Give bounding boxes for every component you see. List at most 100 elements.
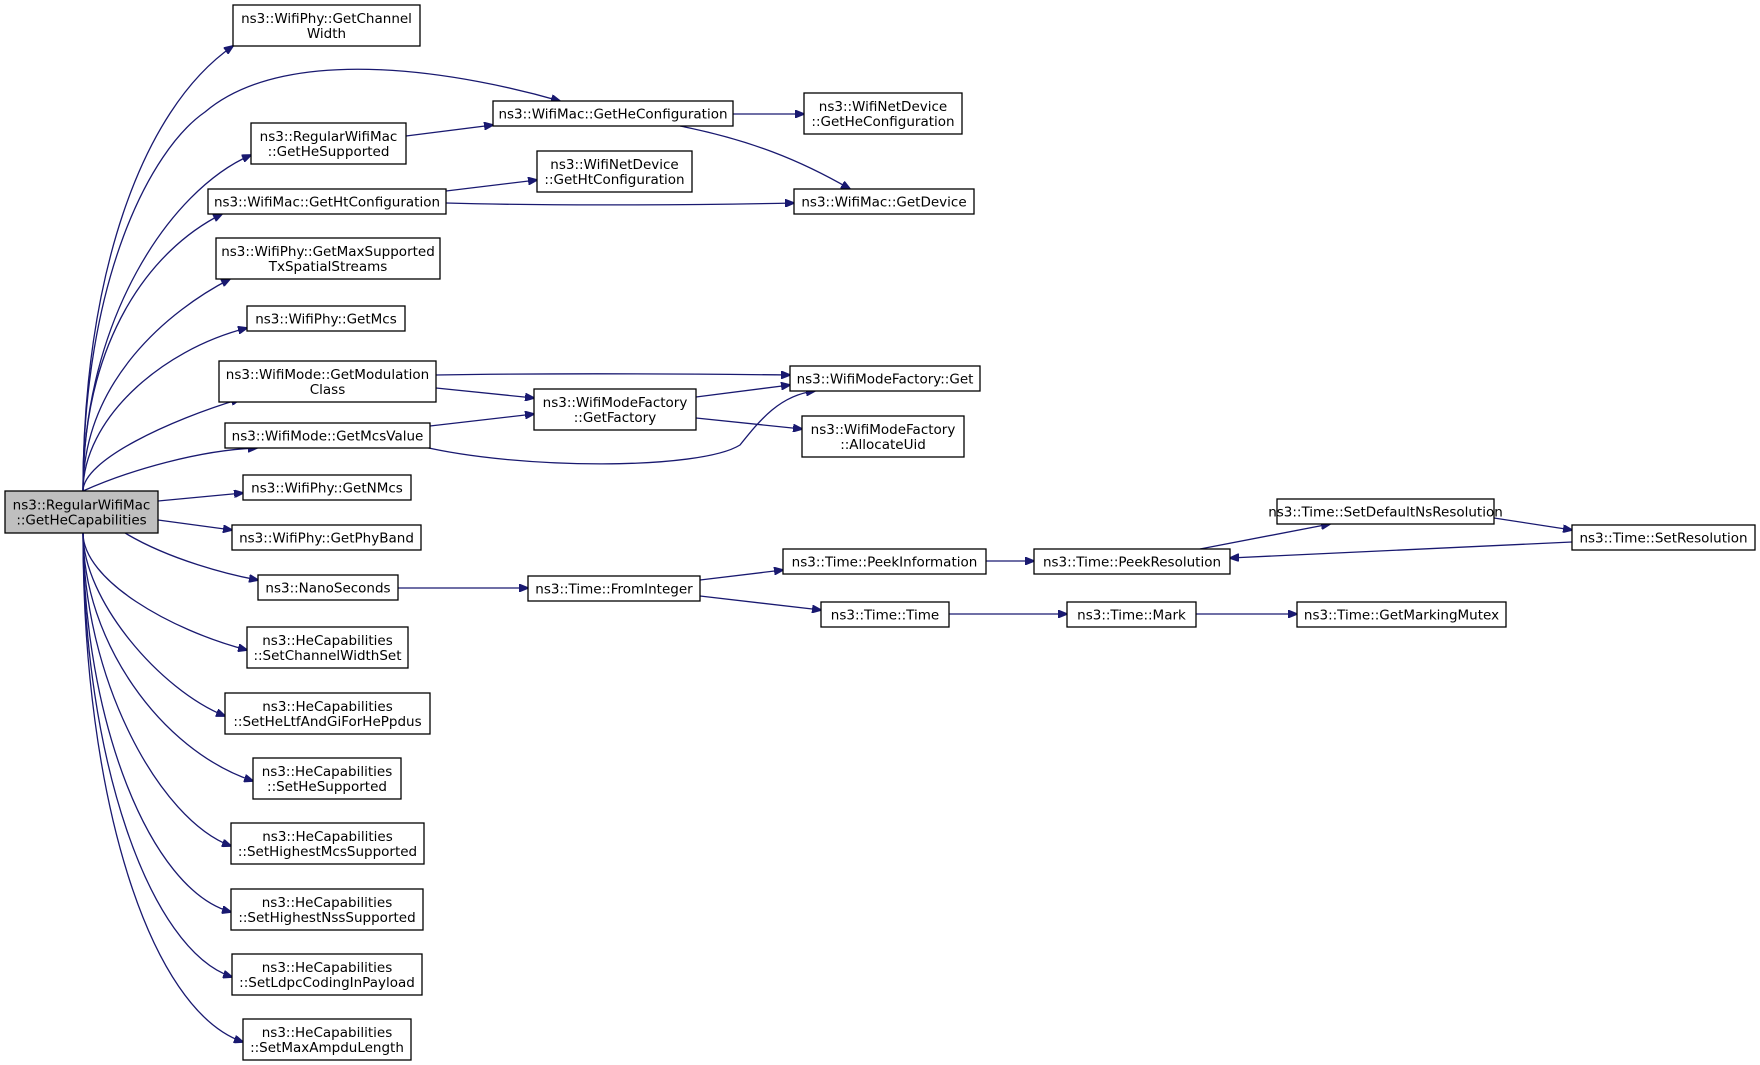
node-label-line: ::SetHighestNssSupported bbox=[238, 910, 415, 926]
node-label-line: ::SetHeSupported bbox=[267, 779, 387, 795]
node-phy_nmcs[interactable]: ns3::WifiPhy::GetNMcs bbox=[242, 474, 412, 501]
edge-time_fromint-to-time_time bbox=[699, 595, 821, 610]
node-box[interactable] bbox=[4, 490, 159, 534]
node-box[interactable] bbox=[1296, 601, 1507, 628]
node-box[interactable] bbox=[224, 692, 431, 735]
edge-time_peekres-to-time_setdefault bbox=[1199, 524, 1330, 550]
node-time_fromint[interactable]: ns3::Time::FromInteger bbox=[527, 575, 701, 602]
node-box[interactable] bbox=[1571, 524, 1756, 551]
node-hecap_highmcs[interactable]: ns3::HeCapabilities::SetHighestMcsSuppor… bbox=[230, 822, 425, 865]
node-phy_band[interactable]: ns3::WifiPhy::GetPhyBand bbox=[231, 524, 422, 551]
node-mac_device[interactable]: ns3::WifiMac::GetDevice bbox=[793, 188, 975, 215]
node-time_mutex[interactable]: ns3::Time::GetMarkingMutex bbox=[1296, 601, 1507, 628]
node-time_mark[interactable]: ns3::Time::Mark bbox=[1066, 601, 1197, 628]
node-nanosec[interactable]: ns3::NanoSeconds bbox=[257, 574, 399, 601]
node-label-line: ns3::HeCapabilities bbox=[262, 829, 392, 845]
node-box[interactable] bbox=[527, 575, 701, 602]
node-box[interactable] bbox=[257, 574, 399, 601]
node-label-line: ns3::WifiNetDevice bbox=[819, 99, 947, 115]
node-netdev_htconf[interactable]: ns3::WifiNetDevice::GetHtConfiguration bbox=[536, 150, 693, 193]
node-label-line: ::GetHeCapabilities bbox=[16, 513, 146, 529]
edge-root-to-phy_band bbox=[157, 519, 232, 530]
node-box[interactable] bbox=[782, 548, 987, 575]
node-hecap_ldpc[interactable]: ns3::HeCapabilities::SetLdpcCodingInPayl… bbox=[231, 953, 423, 996]
node-box[interactable] bbox=[224, 422, 431, 449]
node-box[interactable] bbox=[536, 150, 693, 193]
node-label-line: ns3::Time::SetDefaultNsResolution bbox=[1268, 505, 1503, 521]
node-box[interactable] bbox=[242, 1018, 412, 1061]
edge-root-to-hecap_heltf bbox=[82, 532, 225, 716]
node-box[interactable] bbox=[230, 822, 425, 865]
node-box[interactable] bbox=[215, 237, 441, 280]
edge-root-to-phy_maxss bbox=[82, 279, 230, 492]
node-time_peekinfo[interactable]: ns3::Time::PeekInformation bbox=[782, 548, 987, 575]
node-box[interactable] bbox=[246, 626, 409, 669]
edge-mac_htconf-to-netdev_htconf bbox=[445, 180, 537, 192]
node-box[interactable] bbox=[1276, 498, 1495, 525]
node-label-line: ns3::Time::Mark bbox=[1077, 608, 1186, 624]
node-box[interactable] bbox=[801, 415, 965, 458]
node-hecap_hesup[interactable]: ns3::HeCapabilities::SetHeSupported bbox=[252, 757, 402, 800]
node-mac_heconf[interactable]: ns3::WifiMac::GetHeConfiguration bbox=[492, 100, 734, 127]
node-box[interactable] bbox=[1066, 601, 1197, 628]
node-mode_mcsvalue[interactable]: ns3::WifiMode::GetMcsValue bbox=[224, 422, 431, 449]
edge-time_setdefault-to-time_setres bbox=[1493, 517, 1572, 530]
node-label-line: ns3::RegularWifiMac bbox=[13, 498, 151, 514]
edge-regmac_hesup-to-mac_heconf bbox=[405, 125, 493, 137]
edge-root-to-mode_modclass bbox=[82, 399, 240, 492]
node-mac_htconf[interactable]: ns3::WifiMac::GetHtConfiguration bbox=[207, 188, 447, 215]
node-label-line: ::SetMaxAmpduLength bbox=[250, 1040, 404, 1056]
node-factory_getfactory[interactable]: ns3::WifiModeFactory::GetFactory bbox=[533, 388, 697, 431]
node-box[interactable] bbox=[250, 122, 407, 165]
node-phy_maxss[interactable]: ns3::WifiPhy::GetMaxSupportedTxSpatialSt… bbox=[215, 237, 441, 280]
node-box[interactable] bbox=[231, 953, 423, 996]
node-box[interactable] bbox=[803, 92, 963, 135]
node-label-line: ns3::Time::PeekResolution bbox=[1043, 555, 1221, 571]
node-label-line: ns3::WifiMac::GetDevice bbox=[801, 195, 966, 211]
node-box[interactable] bbox=[246, 305, 406, 332]
edge-root-to-mac_htconf bbox=[82, 214, 222, 492]
node-box[interactable] bbox=[230, 888, 424, 931]
node-hecap_maxampdu[interactable]: ns3::HeCapabilities::SetMaxAmpduLength bbox=[242, 1018, 412, 1061]
node-label-line: ns3::WifiMode::GetMcsValue bbox=[232, 429, 424, 445]
node-time_peekres[interactable]: ns3::Time::PeekResolution bbox=[1033, 548, 1231, 575]
node-box[interactable] bbox=[242, 474, 412, 501]
node-box[interactable] bbox=[231, 524, 422, 551]
node-box[interactable] bbox=[218, 360, 437, 403]
edge-time_fromint-to-time_peekinfo bbox=[699, 570, 783, 581]
edge-root-to-hecap_chws bbox=[82, 532, 247, 650]
node-box[interactable] bbox=[232, 4, 421, 47]
node-box[interactable] bbox=[789, 365, 981, 392]
node-regmac_hesup[interactable]: ns3::RegularWifiMac::GetHeSupported bbox=[250, 122, 407, 165]
edge-root-to-phy_nmcs bbox=[157, 493, 243, 502]
node-factory_alloc[interactable]: ns3::WifiModeFactory::AllocateUid bbox=[801, 415, 965, 458]
node-time_setdefault[interactable]: ns3::Time::SetDefaultNsResolution bbox=[1268, 498, 1503, 525]
node-hecap_chws[interactable]: ns3::HeCapabilities::SetChannelWidthSet bbox=[246, 626, 409, 669]
node-box[interactable] bbox=[252, 757, 402, 800]
edge-mode_modclass-to-factory_get bbox=[435, 374, 790, 375]
node-label-line: TxSpatialStreams bbox=[268, 259, 388, 275]
edge-mode_modclass-to-factory_getfactory bbox=[435, 387, 534, 398]
node-label-line: ns3::WifiMac::GetHtConfiguration bbox=[214, 195, 440, 211]
node-label-line: ns3::HeCapabilities bbox=[262, 699, 392, 715]
node-phy_mcs[interactable]: ns3::WifiPhy::GetMcs bbox=[246, 305, 406, 332]
node-box[interactable] bbox=[793, 188, 975, 215]
node-label-line: ns3::HeCapabilities bbox=[262, 764, 392, 780]
node-netdev_heconf[interactable]: ns3::WifiNetDevice::GetHeConfiguration bbox=[803, 92, 963, 135]
node-box[interactable] bbox=[820, 601, 950, 628]
node-label-line: ns3::Time::GetMarkingMutex bbox=[1304, 608, 1499, 624]
node-box[interactable] bbox=[492, 100, 734, 127]
node-label-line: ::GetHeConfiguration bbox=[811, 114, 954, 130]
node-box[interactable] bbox=[207, 188, 447, 215]
node-label-line: ns3::Time::SetResolution bbox=[1579, 531, 1747, 547]
node-hecap_highnss[interactable]: ns3::HeCapabilities::SetHighestNssSuppor… bbox=[230, 888, 424, 931]
node-factory_get[interactable]: ns3::WifiModeFactory::Get bbox=[789, 365, 981, 392]
node-box[interactable] bbox=[533, 388, 697, 431]
node-root[interactable]: ns3::RegularWifiMac::GetHeCapabilities bbox=[4, 490, 159, 534]
node-time_setres[interactable]: ns3::Time::SetResolution bbox=[1571, 524, 1756, 551]
node-time_time[interactable]: ns3::Time::Time bbox=[820, 601, 950, 628]
node-hecap_heltf[interactable]: ns3::HeCapabilities::SetHeLtfAndGiForHeP… bbox=[224, 692, 431, 735]
node-box[interactable] bbox=[1033, 548, 1231, 575]
